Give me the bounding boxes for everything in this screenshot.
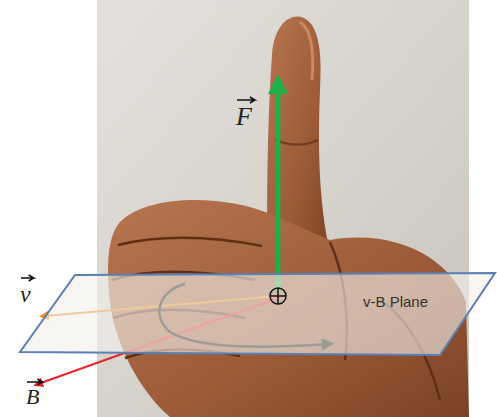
plane: v-B Plane (18, 270, 497, 360)
vector-accent (21, 275, 34, 281)
vector-accent (237, 97, 255, 103)
plane-label: v-B Plane (363, 294, 428, 311)
into-page-symbol (270, 288, 286, 304)
plane-shape (20, 273, 495, 355)
force-vector (276, 84, 281, 292)
vector-label: B (26, 386, 39, 408)
vector-label: F (236, 104, 252, 130)
vector-label: v (20, 282, 31, 306)
plane-outline (18, 270, 497, 360)
vector-accent (27, 379, 42, 385)
